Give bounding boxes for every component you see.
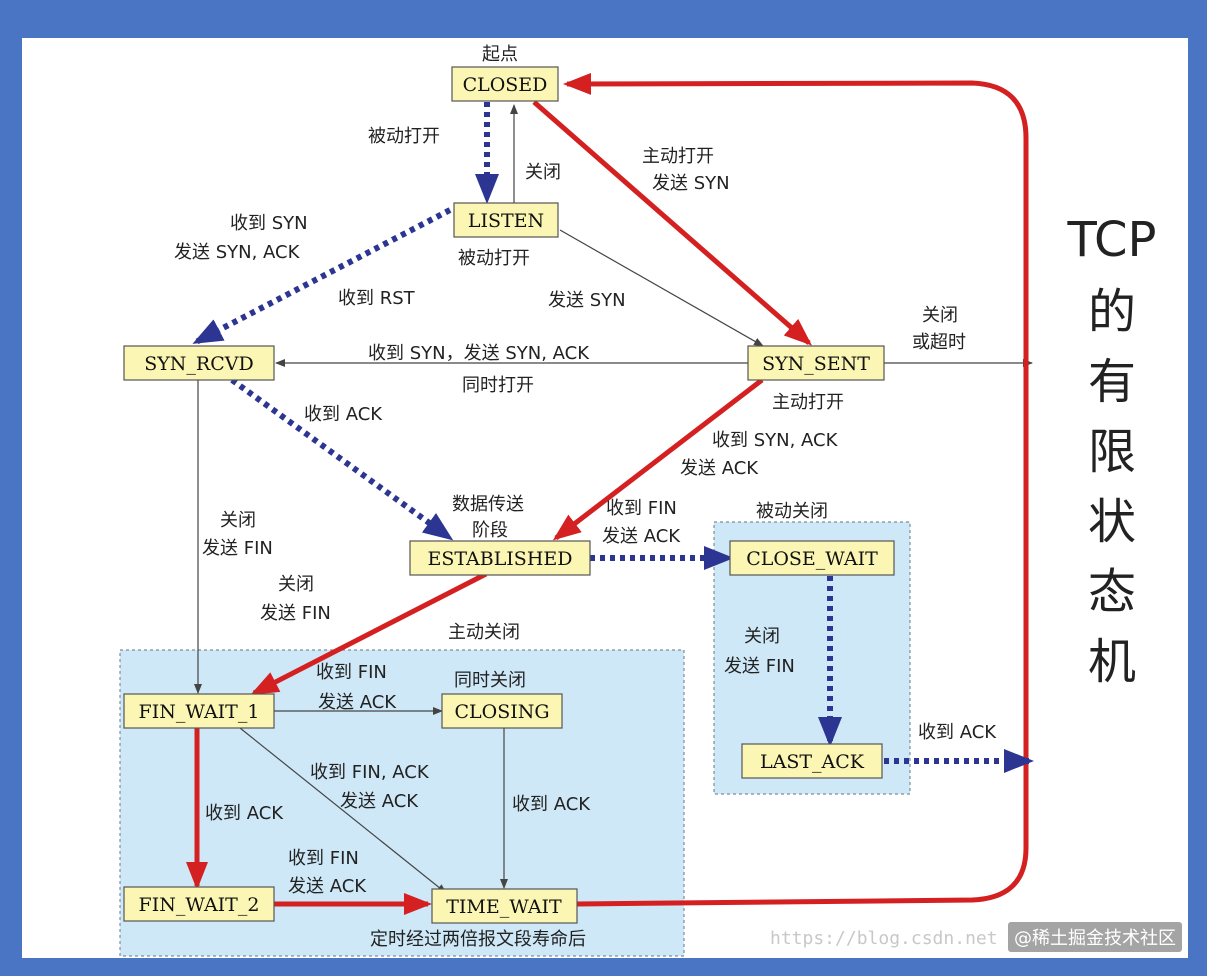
state-fin-wait-1-label: FIN_WAIT_1 — [139, 701, 260, 723]
label-send-fin-2: 发送 FIN — [260, 603, 331, 624]
label-active-close: 主动关闭 — [448, 622, 520, 643]
label-active-open-1: 主动打开 — [642, 146, 714, 167]
state-established: ESTABLISHED — [409, 540, 591, 576]
diagram-frame: CLOSED LISTEN SYN_RCVD SYN_SENT ESTABLIS… — [22, 38, 1188, 958]
label-recv-ack-3: 收到 ACK — [512, 794, 591, 815]
label-msl-wait: 定时经过两倍报文段寿命后 — [370, 929, 586, 950]
label-recv-rst: 收到 RST — [338, 288, 416, 309]
label-close-4: 关闭 — [278, 574, 314, 595]
title-char-4: 状 — [1088, 494, 1136, 550]
label-send-fin-3: 发送 FIN — [724, 656, 795, 677]
state-time-wait-label: TIME_WAIT — [446, 896, 562, 918]
label-passive-close: 被动关闭 — [756, 501, 828, 522]
established-to-fin-wait-1-arrow — [250, 571, 488, 696]
label-or-timeout: 或超时 — [912, 332, 966, 353]
time-wait-to-closed-path — [576, 763, 1029, 907]
label-recv-fin-ack: 收到 FIN, ACK — [310, 762, 430, 783]
state-time-wait: TIME_WAIT — [431, 888, 578, 924]
state-fin-wait-1: FIN_WAIT_1 — [123, 693, 275, 729]
label-recv-ack-2: 收到 ACK — [205, 803, 284, 824]
state-listen: LISTEN — [453, 202, 559, 238]
state-close-wait: CLOSE_WAIT — [729, 540, 895, 576]
state-fin-wait-2: FIN_WAIT_2 — [123, 886, 275, 922]
label-simultaneous-open: 同时打开 — [462, 375, 534, 396]
title-char-5: 态 — [1088, 564, 1136, 620]
label-data-transfer-1: 数据传送 — [452, 494, 524, 515]
state-syn-rcvd: SYN_RCVD — [123, 345, 275, 381]
listen-to-syn-rcvd-arrow — [192, 207, 452, 345]
state-syn-rcvd-label: SYN_RCVD — [144, 353, 253, 375]
watermark-brand-text: @稀土掘金技术社区 — [1014, 928, 1176, 949]
label-active-open-2: 主动打开 — [772, 392, 844, 413]
label-close-2: 关闭 — [922, 305, 958, 326]
state-closed-label: CLOSED — [463, 74, 548, 96]
tcp-state-diagram: CLOSED LISTEN SYN_RCVD SYN_SENT ESTABLIS… — [119, 44, 1157, 957]
syn-sent-to-established-arrow — [552, 378, 764, 541]
label-recv-fin-2: 收到 FIN — [316, 662, 387, 683]
syn-rcvd-to-established-arrow — [230, 377, 454, 541]
label-close-3: 关闭 — [220, 510, 256, 531]
closed-to-syn-sent-arrow — [532, 100, 813, 346]
title-char-6: 机 — [1088, 634, 1136, 690]
state-listen-label: LISTEN — [468, 210, 544, 232]
label-send-syn-2: 发送 SYN — [548, 290, 626, 311]
state-closed: CLOSED — [451, 66, 559, 102]
label-close-5: 关闭 — [744, 626, 780, 647]
watermark-brand: @稀土掘金技术社区 — [1008, 922, 1182, 952]
state-closing-label: CLOSING — [454, 701, 549, 723]
title-char-3: 限 — [1088, 424, 1136, 480]
label-send-ack-3: 发送 ACK — [318, 692, 397, 713]
label-send-syn-1: 发送 SYN — [652, 173, 730, 194]
listen-to-syn-sent-arrow — [559, 229, 764, 347]
fin-wait-1-to-time-wait-arrow — [239, 727, 447, 894]
state-established-label: ESTABLISHED — [427, 548, 572, 570]
label-recv-syn-ack: 收到 SYN, ACK — [712, 430, 839, 451]
label-passive-open-1: 被动打开 — [368, 126, 440, 147]
label-send-fin-1: 发送 FIN — [202, 538, 273, 559]
label-recv-syn: 收到 SYN — [230, 213, 308, 234]
state-fin-wait-2-label: FIN_WAIT_2 — [139, 894, 260, 916]
state-close-wait-label: CLOSE_WAIT — [746, 548, 878, 570]
label-close-1: 关闭 — [525, 162, 561, 183]
state-closing: CLOSING — [441, 693, 563, 729]
label-send-ack-2: 发送 ACK — [602, 526, 681, 547]
watermark-url: https://blog.csdn.net — [770, 928, 998, 949]
title-char-0: TCP — [1067, 212, 1157, 268]
vertical-title: TCP 的 有 限 状 态 机 — [1067, 212, 1157, 690]
label-recv-ack-1: 收到 ACK — [304, 404, 383, 425]
label-recv-ack-4: 收到 ACK — [918, 722, 997, 743]
label-passive-open-2: 被动打开 — [458, 248, 530, 269]
label-send-ack-5: 发送 ACK — [288, 876, 367, 897]
label-recv-syn-send-syn-ack: 收到 SYN，发送 SYN, ACK — [368, 343, 590, 364]
label-send-ack-1: 发送 ACK — [680, 458, 759, 479]
title-char-2: 有 — [1088, 354, 1136, 410]
state-syn-sent-label: SYN_SENT — [762, 353, 870, 375]
label-recv-fin-3: 收到 FIN — [288, 848, 359, 869]
state-last-ack-label: LAST_ACK — [760, 751, 865, 773]
label-simultaneous-close: 同时关闭 — [454, 670, 526, 691]
label-data-transfer-2: 阶段 — [472, 520, 508, 541]
state-last-ack: LAST_ACK — [741, 743, 883, 779]
label-send-ack-4: 发送 ACK — [340, 791, 419, 812]
label-recv-fin-1: 收到 FIN — [606, 498, 677, 519]
label-start: 起点 — [482, 44, 518, 65]
title-char-1: 的 — [1088, 284, 1136, 340]
label-send-syn-ack: 发送 SYN, ACK — [174, 242, 301, 263]
return-to-closed-arrow — [563, 72, 1029, 763]
state-syn-sent: SYN_SENT — [747, 345, 885, 381]
